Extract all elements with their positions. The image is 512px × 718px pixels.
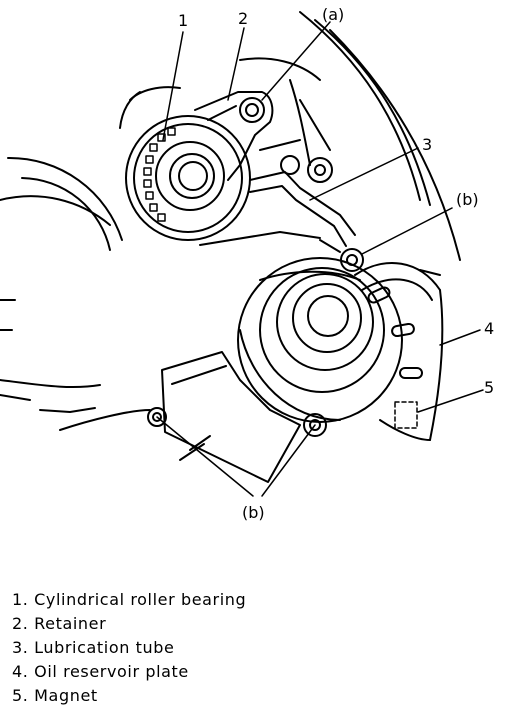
leader-1: [162, 31, 184, 141]
case-edge: [119, 11, 461, 261]
callout-b-upper: (b): [456, 190, 479, 209]
leader-b-lower-left: [156, 416, 254, 497]
magnet: [394, 401, 418, 429]
leader-2: [227, 27, 245, 101]
roller-bearing: [125, 115, 251, 241]
callout-a: (a): [322, 5, 344, 24]
legend-item-2: 2. Retainer: [12, 614, 107, 633]
oil-reservoir-plate: [354, 262, 444, 441]
callout-4: 4: [484, 319, 494, 338]
legend-item-1: 1. Cylindrical roller bearing: [12, 590, 247, 609]
bearing-rollers: [143, 127, 176, 222]
leader-b-lower-right: [261, 424, 316, 497]
lubrication-tube: [199, 139, 356, 247]
legend-item-3: 3. Lubrication tube: [12, 638, 175, 657]
retainer: [194, 91, 274, 181]
transmission-parts-diagram: 1 2 (a) 3 (b) 4 5 (b): [0, 5, 494, 522]
leader-a: [261, 21, 331, 101]
callout-5: 5: [484, 378, 494, 397]
central-hub: [237, 257, 403, 423]
callout-2: 2: [238, 9, 248, 28]
callout-b-lower: (b): [242, 503, 265, 522]
housing-outline: [0, 156, 151, 431]
legend-item-5: 5. Magnet: [12, 686, 98, 705]
leader-3: [309, 147, 419, 201]
leader-4: [439, 329, 481, 346]
lower-bracket: [147, 351, 327, 483]
legend-item-4: 4. Oil reservoir plate: [12, 662, 189, 681]
callout-1: 1: [178, 11, 188, 30]
leader-b-upper: [361, 207, 453, 255]
leader-lines: [156, 21, 484, 497]
parts-legend: 1. Cylindrical roller bearing 2. Retaine…: [12, 588, 246, 708]
leader-5: [417, 389, 484, 413]
callout-3: 3: [422, 135, 432, 154]
